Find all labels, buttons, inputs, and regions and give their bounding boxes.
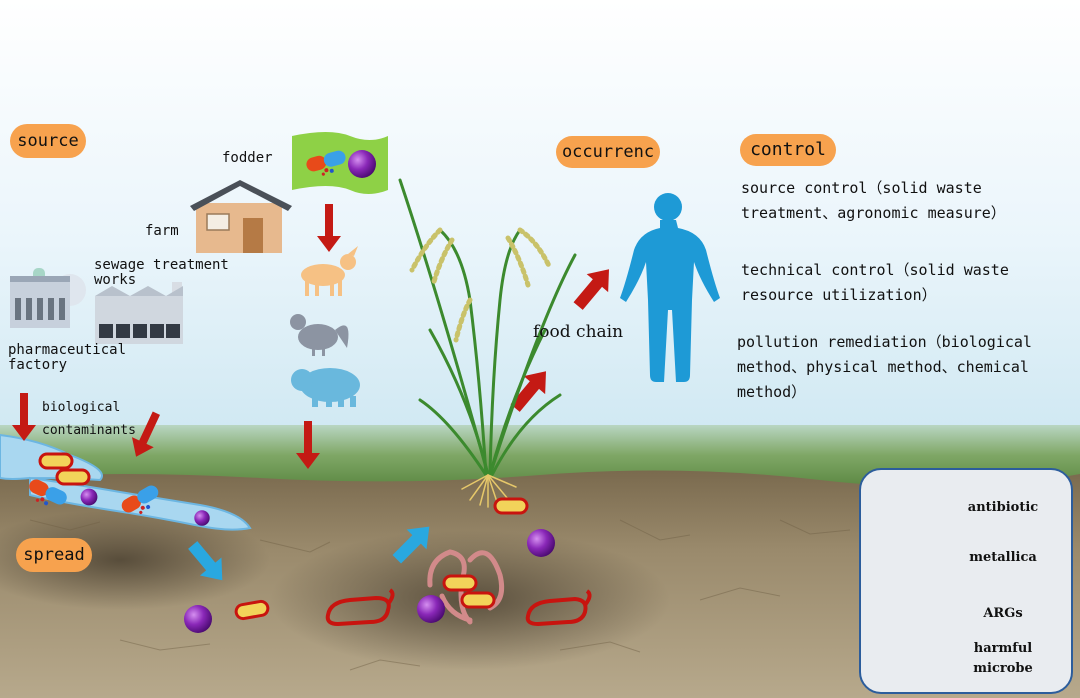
label-fodder: fodder (222, 150, 273, 166)
soil-texture (29, 519, 851, 671)
label-food-chain: food chain (533, 322, 624, 342)
label-pharma-line2: factory (8, 357, 68, 373)
legend-label-args: ARGs (983, 606, 1023, 621)
arrow-spread-down (188, 541, 223, 581)
soil-shadow (0, 510, 270, 610)
label-sewage-line1: sewage treatment (94, 257, 229, 273)
sewage-treatment-works-icon (95, 282, 183, 344)
control-measure-technical: technical control（solid waste resource u… (741, 258, 1009, 308)
control-measure-source: source control（solid waste treatment、agr… (741, 176, 1006, 226)
pharmaceutical-factory-icon (10, 268, 86, 328)
stage-label-occurrence: occurrenc (556, 136, 660, 168)
rooster-icon (290, 314, 349, 356)
human-figure-icon (620, 193, 720, 382)
control-measure-technical-line2: resource utilization） (741, 286, 937, 304)
legend-label-antibiotic: antibiotic (967, 500, 1039, 515)
legend-label-harmful-line1: harmful (973, 641, 1033, 656)
arrow-sewage-to-water (131, 411, 160, 457)
farm-house-icon (190, 180, 292, 253)
arrow-food-chain-lower (510, 371, 546, 412)
label-bio-line1: biological (42, 400, 121, 415)
fodder-icon (292, 132, 388, 194)
stage-label-control: control (740, 134, 836, 166)
legend-label-metallica: metallica (969, 550, 1037, 565)
control-measure-source-line2: treatment、agronomic measure） (741, 204, 1006, 222)
legend-label-harmful-line2: microbe (973, 661, 1033, 676)
control-measure-remediation-line2: method、physical method、chemical (737, 358, 1029, 376)
control-measure-remediation: pollution remediation（biological method、… (737, 330, 1032, 405)
control-measure-technical-line1: technical control（solid waste (741, 261, 1009, 279)
legend-box (859, 468, 1073, 694)
label-sewage-line2: works (94, 272, 137, 288)
control-measure-remediation-line1: pollution remediation（biological (737, 333, 1032, 351)
stage-label-source: source (10, 124, 86, 158)
arrow-food-chain-upper (573, 269, 609, 310)
sky-background (0, 0, 1080, 440)
control-measure-source-line1: source control（solid waste (741, 179, 982, 197)
arrow-uptake-up (392, 526, 430, 564)
label-pharma-line1: pharmaceutical (8, 342, 127, 358)
earthworm-icon (427, 549, 505, 625)
contaminant-particles (24, 452, 592, 633)
pig-icon (291, 368, 360, 407)
control-measure-remediation-line3: method） (737, 383, 807, 401)
label-farm: farm (145, 223, 179, 239)
goat-icon (301, 246, 358, 296)
rice-plant-icon (398, 178, 577, 508)
stage-label-spread: spread (16, 538, 92, 572)
label-bio-line2: contaminants (42, 423, 136, 438)
